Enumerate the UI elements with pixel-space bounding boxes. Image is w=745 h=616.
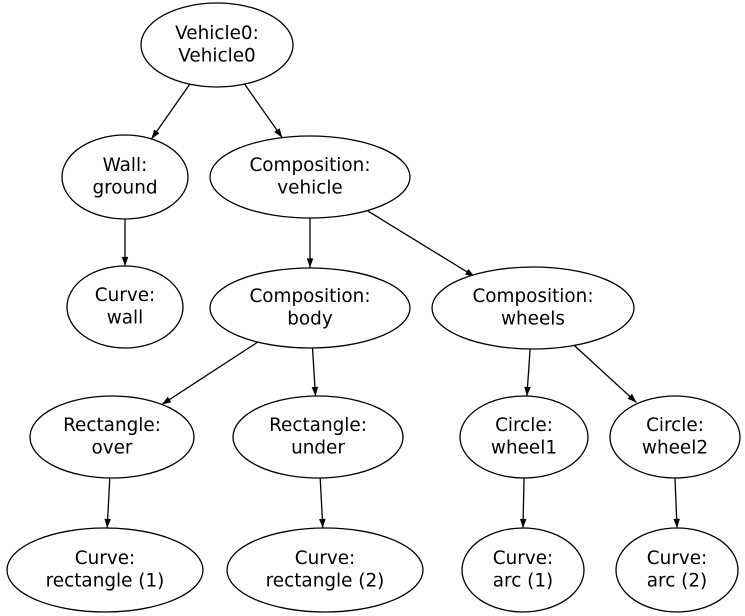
node-curve-wall-label-line1: Curve: [95,285,155,306]
node-composition-vehicle: Composition: vehicle [209,135,411,219]
edge-composition-body-to-rectangle-under [311,347,319,397]
node-circle-wheel1-label-line1: Circle: [495,415,553,436]
node-composition-wheels-label-line2: wheels [501,309,565,330]
node-circle-wheel2-label-line1: Circle: [646,415,704,436]
node-vehicle0-label-line1: Vehicle0: [175,23,259,44]
edge-composition-wheels-to-circle-wheel2 [573,344,637,403]
node-circle-wheel1: Circle: wheel1 [459,395,589,479]
node-curve-wall-label-line2: wall [107,308,144,329]
node-composition-body-shape [209,267,411,349]
node-composition-wheels: Composition: wheels [431,266,635,350]
node-rectangle-under: Rectangle: under [232,395,404,479]
node-circle-wheel2: Circle: wheel2 [609,395,741,479]
edge-layer [104,83,680,529]
node-wall-ground: Wall: ground [61,134,189,220]
node-composition-vehicle-shape [209,135,411,219]
edge-vehicle0-to-composition-vehicle [244,83,283,138]
node-curve-arc-2-label-line2: arc (2) [647,571,707,592]
node-curve-arc-2-label-line1: Curve: [647,548,707,569]
node-curve-arc-2: Curve: arc (2) [615,527,739,613]
node-vehicle0-label-line2: Vehicle0 [178,46,255,67]
node-circle-wheel1-shape [459,395,589,479]
node-composition-wheels-label-line1: Composition: [472,286,593,307]
node-vehicle0: Vehicle0: Vehicle0 [140,2,294,88]
node-curve-rectangle-2-label-line1: Curve: [295,548,355,569]
node-rectangle-under-shape [232,395,404,479]
node-composition-vehicle-label-line1: Composition: [249,155,370,176]
node-rectangle-over-shape [29,395,195,479]
edge-rectangle-over-to-curve-rectangle-1 [104,477,111,529]
node-curve-wall: Curve: wall [66,265,184,349]
node-curve-arc-1-label-line1: Curve: [493,548,553,569]
edge-composition-vehicle-to-composition-wheels [366,210,475,278]
node-wall-ground-label-line1: Wall: [103,155,148,176]
node-curve-rectangle-1-label-line1: Curve: [75,548,135,569]
node-curve-rectangle-1-shape [6,527,204,613]
node-wall-ground-shape [61,134,189,220]
node-circle-wheel1-label-line2: wheel1 [491,438,557,459]
node-rectangle-under-label-line1: Rectangle: [269,415,367,436]
edge-circle-wheel2-to-curve-arc-2 [673,477,680,529]
edge-vehicle0-to-wall-ground [150,83,191,140]
node-curve-rectangle-2-label-line2: rectangle (2) [266,571,385,592]
node-curve-rectangle-2-shape [226,527,424,613]
node-layer: Vehicle0: Vehicle0 Wall: ground Composit… [6,2,741,613]
node-composition-wheels-shape [431,266,635,350]
node-composition-vehicle-label-line2: vehicle [277,178,343,199]
node-rectangle-over: Rectangle: over [29,395,195,479]
node-composition-body: Composition: body [209,267,411,349]
node-curve-rectangle-1-label-line2: rectangle (1) [46,571,165,592]
node-rectangle-over-label-line1: Rectangle: [63,415,161,436]
node-curve-arc-1-label-line2: arc (1) [493,571,553,592]
node-curve-arc-1-shape [461,527,585,613]
node-wall-ground-label-line2: ground [92,178,157,199]
edge-rectangle-under-to-curve-rectangle-2 [319,477,326,529]
edge-circle-wheel1-to-curve-arc-1 [519,477,527,529]
node-composition-body-label-line1: Composition: [249,286,370,307]
node-curve-wall-shape [66,265,184,349]
node-circle-wheel2-label-line2: wheel2 [642,438,708,459]
node-circle-wheel2-shape [609,395,741,479]
node-rectangle-over-label-line2: over [91,438,132,459]
edge-composition-body-to-rectangle-over [161,341,259,406]
node-rectangle-under-label-line2: under [291,438,345,459]
node-curve-arc-2-shape [615,527,739,613]
node-curve-rectangle-2: Curve: rectangle (2) [226,527,424,613]
node-vehicle0-shape [140,2,294,88]
node-curve-arc-1: Curve: arc (1) [461,527,585,613]
node-curve-rectangle-1: Curve: rectangle (1) [6,527,204,613]
edge-composition-wheels-to-circle-wheel1 [524,348,531,397]
node-composition-body-label-line2: body [287,309,333,330]
